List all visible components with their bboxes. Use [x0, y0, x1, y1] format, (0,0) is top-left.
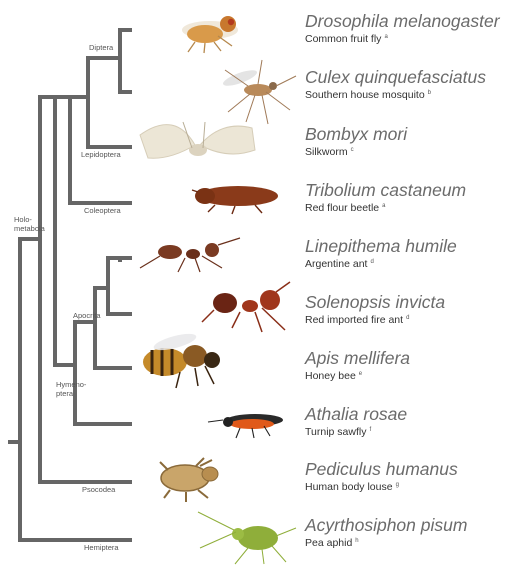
taxon-acyrthosiphon: Acyrthosiphon pisum Pea aphidh	[305, 516, 467, 549]
clade-label-hymenoptera-line-2: ptera	[56, 389, 96, 398]
common-name-line: Argentine antd	[305, 258, 457, 270]
common-name-line: Red imported fire antd	[305, 314, 445, 326]
clade-label-holometabola: Holo- metabola	[14, 215, 54, 233]
clade-label-diptera: Diptera	[89, 43, 113, 52]
sawfly-icon	[208, 414, 283, 438]
taxon-solenopsis: Solenopsis invicta Red imported fire ant…	[305, 293, 445, 326]
fruit-fly-icon	[182, 16, 238, 53]
reference-note: h	[355, 538, 358, 544]
common-name: Red imported fire ant	[305, 314, 403, 326]
reference-note: a	[382, 203, 385, 209]
common-name: Human body louse	[305, 481, 393, 493]
common-name-line: Pea aphidh	[305, 537, 467, 549]
pea-aphid-icon	[198, 512, 296, 564]
reference-note: c	[351, 147, 354, 153]
scientific-name: Bombyx mori	[305, 125, 407, 144]
taxon-drosophila: Drosophila melanogaster Common fruit fly…	[305, 12, 500, 45]
clade-label-apocrita: Apocrita	[73, 311, 101, 320]
clade-label-hemiptera: Hemiptera	[84, 543, 119, 552]
scientific-name: Drosophila melanogaster	[305, 12, 500, 31]
taxon-culex: Culex quinquefasciatus Southern house mo…	[305, 68, 486, 101]
body-louse-icon	[160, 458, 218, 502]
taxon-apis: Apis mellifera Honey beee	[305, 349, 410, 382]
common-name-line: Honey beee	[305, 370, 410, 382]
clade-label-coleoptera: Coleoptera	[84, 206, 121, 215]
honey-bee-icon	[143, 331, 220, 388]
common-name-line: Red flour beetlea	[305, 202, 466, 214]
clade-label-hymenoptera: Hymeno- ptera	[56, 380, 96, 398]
reference-note: a	[384, 34, 387, 40]
reference-note: d	[370, 259, 373, 265]
common-name: Silkworm	[305, 146, 348, 158]
common-name-line: Silkwormc	[305, 146, 407, 158]
common-name-line: Turnip sawflyf	[305, 426, 407, 438]
common-name: Turnip sawfly	[305, 426, 366, 438]
common-name: Southern house mosquito	[305, 89, 425, 101]
flour-beetle-icon	[192, 186, 278, 214]
scientific-name: Solenopsis invicta	[305, 293, 445, 312]
common-name: Common fruit fly	[305, 33, 381, 45]
scientific-name: Acyrthosiphon pisum	[305, 516, 467, 535]
scientific-name: Linepithema humile	[305, 237, 457, 256]
clade-label-psocodea: Psocodea	[82, 485, 115, 494]
common-name-line: Southern house mosquitob	[305, 89, 486, 101]
common-name: Argentine ant	[305, 258, 367, 270]
clade-label-holometabola-line-1: Holo-	[14, 215, 54, 224]
taxon-linepithema: Linepithema humile Argentine antd	[305, 237, 457, 270]
scientific-name: Athalia rosae	[305, 405, 407, 424]
argentine-ant-icon	[140, 238, 240, 272]
fire-ant-icon	[202, 282, 290, 332]
scientific-name: Tribolium castaneum	[305, 181, 466, 200]
taxon-athalia: Athalia rosae Turnip sawflyf	[305, 405, 407, 438]
clade-label-holometabola-line-2: metabola	[14, 224, 54, 233]
common-name-line: Human body louseg	[305, 481, 458, 493]
reference-note: d	[406, 315, 409, 321]
taxon-pediculus: Pediculus humanus Human body louseg	[305, 460, 458, 493]
clade-label-hymenoptera-line-1: Hymeno-	[56, 380, 96, 389]
scientific-name: Culex quinquefasciatus	[305, 68, 486, 87]
taxon-tribolium: Tribolium castaneum Red flour beetlea	[305, 181, 466, 214]
reference-note: b	[428, 90, 431, 96]
tree-branches	[10, 30, 130, 540]
scientific-name: Apis mellifera	[305, 349, 410, 368]
common-name: Pea aphid	[305, 537, 352, 549]
taxon-bombyx: Bombyx mori Silkwormc	[305, 125, 407, 158]
common-name: Red flour beetle	[305, 202, 379, 214]
scientific-name: Pediculus humanus	[305, 460, 458, 479]
clade-label-lepidoptera: Lepidoptera	[81, 150, 121, 159]
common-name: Honey bee	[305, 370, 356, 382]
common-name-line: Common fruit flya	[305, 33, 500, 45]
reference-note: f	[369, 427, 371, 433]
reference-note: e	[359, 371, 362, 377]
silk-moth-icon	[140, 122, 255, 158]
reference-note: g	[396, 482, 399, 488]
mosquito-icon	[221, 60, 296, 124]
